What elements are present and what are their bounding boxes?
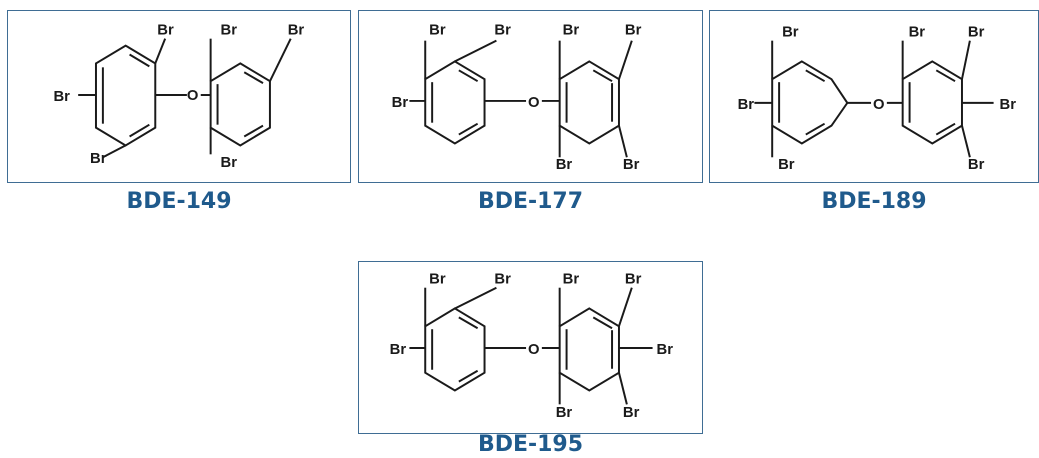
ring-b: [209, 62, 271, 147]
atom-br-7: Br: [556, 405, 573, 421]
molecule-panel-bde-149: O Br Br Br Br Br Br: [7, 10, 351, 183]
atom-o-bridge: O: [187, 88, 199, 104]
ring-a: [94, 44, 157, 147]
atom-br-2: Br: [738, 97, 755, 113]
molecule-panel-bde-195: O Br Br Br Br Br Br Br Br: [358, 261, 703, 434]
atom-br-6: Br: [221, 155, 238, 171]
atom-br-6: Br: [556, 157, 573, 173]
ring-a: [771, 60, 849, 145]
ring-a: [424, 307, 486, 392]
atom-br-4: Br: [563, 272, 580, 288]
bonds: [754, 40, 994, 158]
caption-bde-149: BDE-149: [126, 189, 232, 214]
atom-br-1: Br: [429, 23, 446, 39]
structure-bde-149: O Br Br Br Br Br Br: [53, 23, 305, 171]
atom-br-5: Br: [968, 25, 985, 41]
bonds: [78, 38, 292, 159]
caption-bde-189: BDE-189: [821, 189, 927, 214]
atom-o-bridge: O: [528, 342, 540, 358]
ring-b: [901, 60, 963, 145]
atom-br-2: Br: [494, 23, 511, 39]
atom-br-8: Br: [623, 405, 640, 421]
structure-bde-195: O Br Br Br Br Br Br Br Br: [390, 272, 674, 421]
atom-o-bridge: O: [528, 95, 540, 111]
atom-br-1: Br: [782, 25, 799, 41]
atom-br-1: Br: [429, 272, 446, 288]
atom-br-5: Br: [625, 23, 642, 39]
caption-bde-177: BDE-177: [477, 189, 584, 214]
atom-br-5: Br: [288, 23, 305, 39]
atom-br-3: Br: [392, 95, 409, 111]
atom-br-3: Br: [90, 151, 107, 167]
atom-br-3: Br: [778, 157, 795, 173]
structure-bde-177: O Br Br Br Br Br Br Br: [392, 23, 642, 173]
atom-br-6: Br: [1000, 97, 1017, 113]
ring-b: [558, 60, 620, 145]
atom-br-5: Br: [625, 272, 642, 288]
atom-br-1: Br: [157, 23, 174, 39]
atom-br-4: Br: [221, 23, 238, 39]
bonds: [409, 39, 633, 158]
bonds: [409, 286, 653, 405]
atom-br-7: Br: [968, 157, 985, 173]
ring-a: [424, 60, 486, 145]
ring-b: [558, 307, 620, 392]
structure-bde-189: O Br Br Br Br Br Br Br: [738, 25, 1017, 173]
atom-br-2: Br: [53, 89, 70, 105]
atom-br-3: Br: [390, 342, 407, 358]
atom-br-4: Br: [909, 25, 926, 41]
atom-br-6: Br: [657, 342, 674, 358]
atom-br-7: Br: [623, 157, 640, 173]
atom-br-2: Br: [494, 272, 511, 288]
molecule-panel-bde-189: O Br Br Br Br Br Br Br: [709, 10, 1039, 183]
caption-bde-195: BDE-195: [477, 432, 584, 457]
atom-br-4: Br: [563, 23, 580, 39]
atom-o-bridge: O: [873, 97, 885, 113]
molecule-panel-bde-177: O Br Br Br Br Br Br Br: [358, 10, 703, 183]
